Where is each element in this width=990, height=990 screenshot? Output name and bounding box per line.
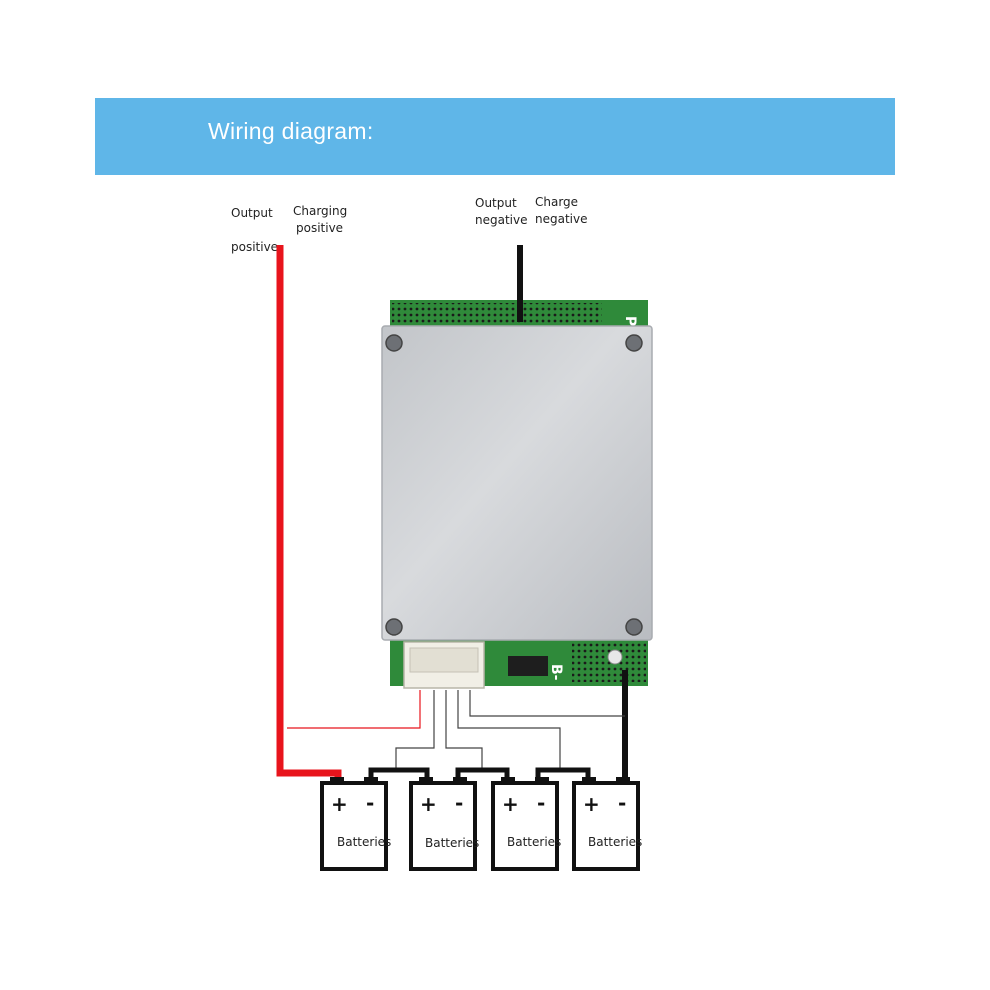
battery-2: + - Batteries xyxy=(409,777,479,871)
battery-label: Batteries xyxy=(337,835,391,849)
pcb-component xyxy=(508,656,548,676)
battery-terminal-minus xyxy=(453,777,467,785)
label-charge-negative-1: Charge xyxy=(535,195,579,209)
screw-icon xyxy=(385,618,403,636)
header-banner: Wiring diagram: xyxy=(95,98,895,175)
positive-wire xyxy=(276,245,342,785)
screw-icon xyxy=(625,334,643,352)
label-charge-negative-2: negative xyxy=(535,212,588,226)
label-output-negative-1: Output xyxy=(475,196,517,210)
battery-minus-sign: - xyxy=(455,791,463,815)
screw-icon xyxy=(385,334,403,352)
battery-label: Batteries xyxy=(425,836,479,850)
battery-body xyxy=(320,781,388,871)
battery-terminal-plus xyxy=(419,777,433,785)
balance-wire-3 xyxy=(457,690,561,770)
screw-icon xyxy=(625,618,643,636)
battery-label: Batteries xyxy=(588,835,642,849)
b-minus-pad xyxy=(607,649,623,665)
label-charging-positive-1: Charging xyxy=(293,204,348,218)
terminal-b-minus: B- xyxy=(548,664,564,681)
battery-plus-sign: + xyxy=(420,792,437,816)
battery-minus-sign: - xyxy=(537,791,545,815)
battery-plus-sign: + xyxy=(502,792,519,816)
bms-board: P- B- xyxy=(381,300,653,689)
battery-4: + - Batteries xyxy=(572,777,642,871)
balance-wire-4 xyxy=(469,690,625,717)
battery-minus-sign: - xyxy=(618,791,626,815)
battery-terminal-plus xyxy=(582,777,596,785)
balance-connector-slot xyxy=(409,647,479,673)
battery-plus-sign: + xyxy=(583,792,600,816)
battery-3: + - Batteries xyxy=(491,777,561,871)
battery-terminal-minus xyxy=(616,777,630,785)
balance-wire-1 xyxy=(395,690,435,770)
page-title: Wiring diagram: xyxy=(208,118,374,144)
label-charging-positive-2: positive xyxy=(296,221,344,235)
heatsink-plate xyxy=(381,325,653,641)
battery-1: + - Batteries xyxy=(320,777,391,871)
battery-body xyxy=(572,781,640,871)
label-output-positive-1: Output xyxy=(231,206,273,220)
label-output-positive-2: positive xyxy=(231,240,279,254)
battery-body xyxy=(409,781,477,871)
balance-wire-red xyxy=(287,690,421,729)
battery-terminal-plus xyxy=(501,777,515,785)
pcb-top-holes xyxy=(392,303,602,327)
battery-body xyxy=(491,781,559,871)
battery-terminal-plus xyxy=(330,777,344,785)
battery-plus-sign: + xyxy=(331,792,348,816)
balance-wire-2 xyxy=(445,690,483,770)
battery-label: Batteries xyxy=(507,835,561,849)
battery-minus-sign: - xyxy=(366,791,374,815)
battery-terminal-minus xyxy=(364,777,378,785)
label-output-negative-2: negative xyxy=(475,213,528,227)
battery-terminal-minus xyxy=(535,777,549,785)
